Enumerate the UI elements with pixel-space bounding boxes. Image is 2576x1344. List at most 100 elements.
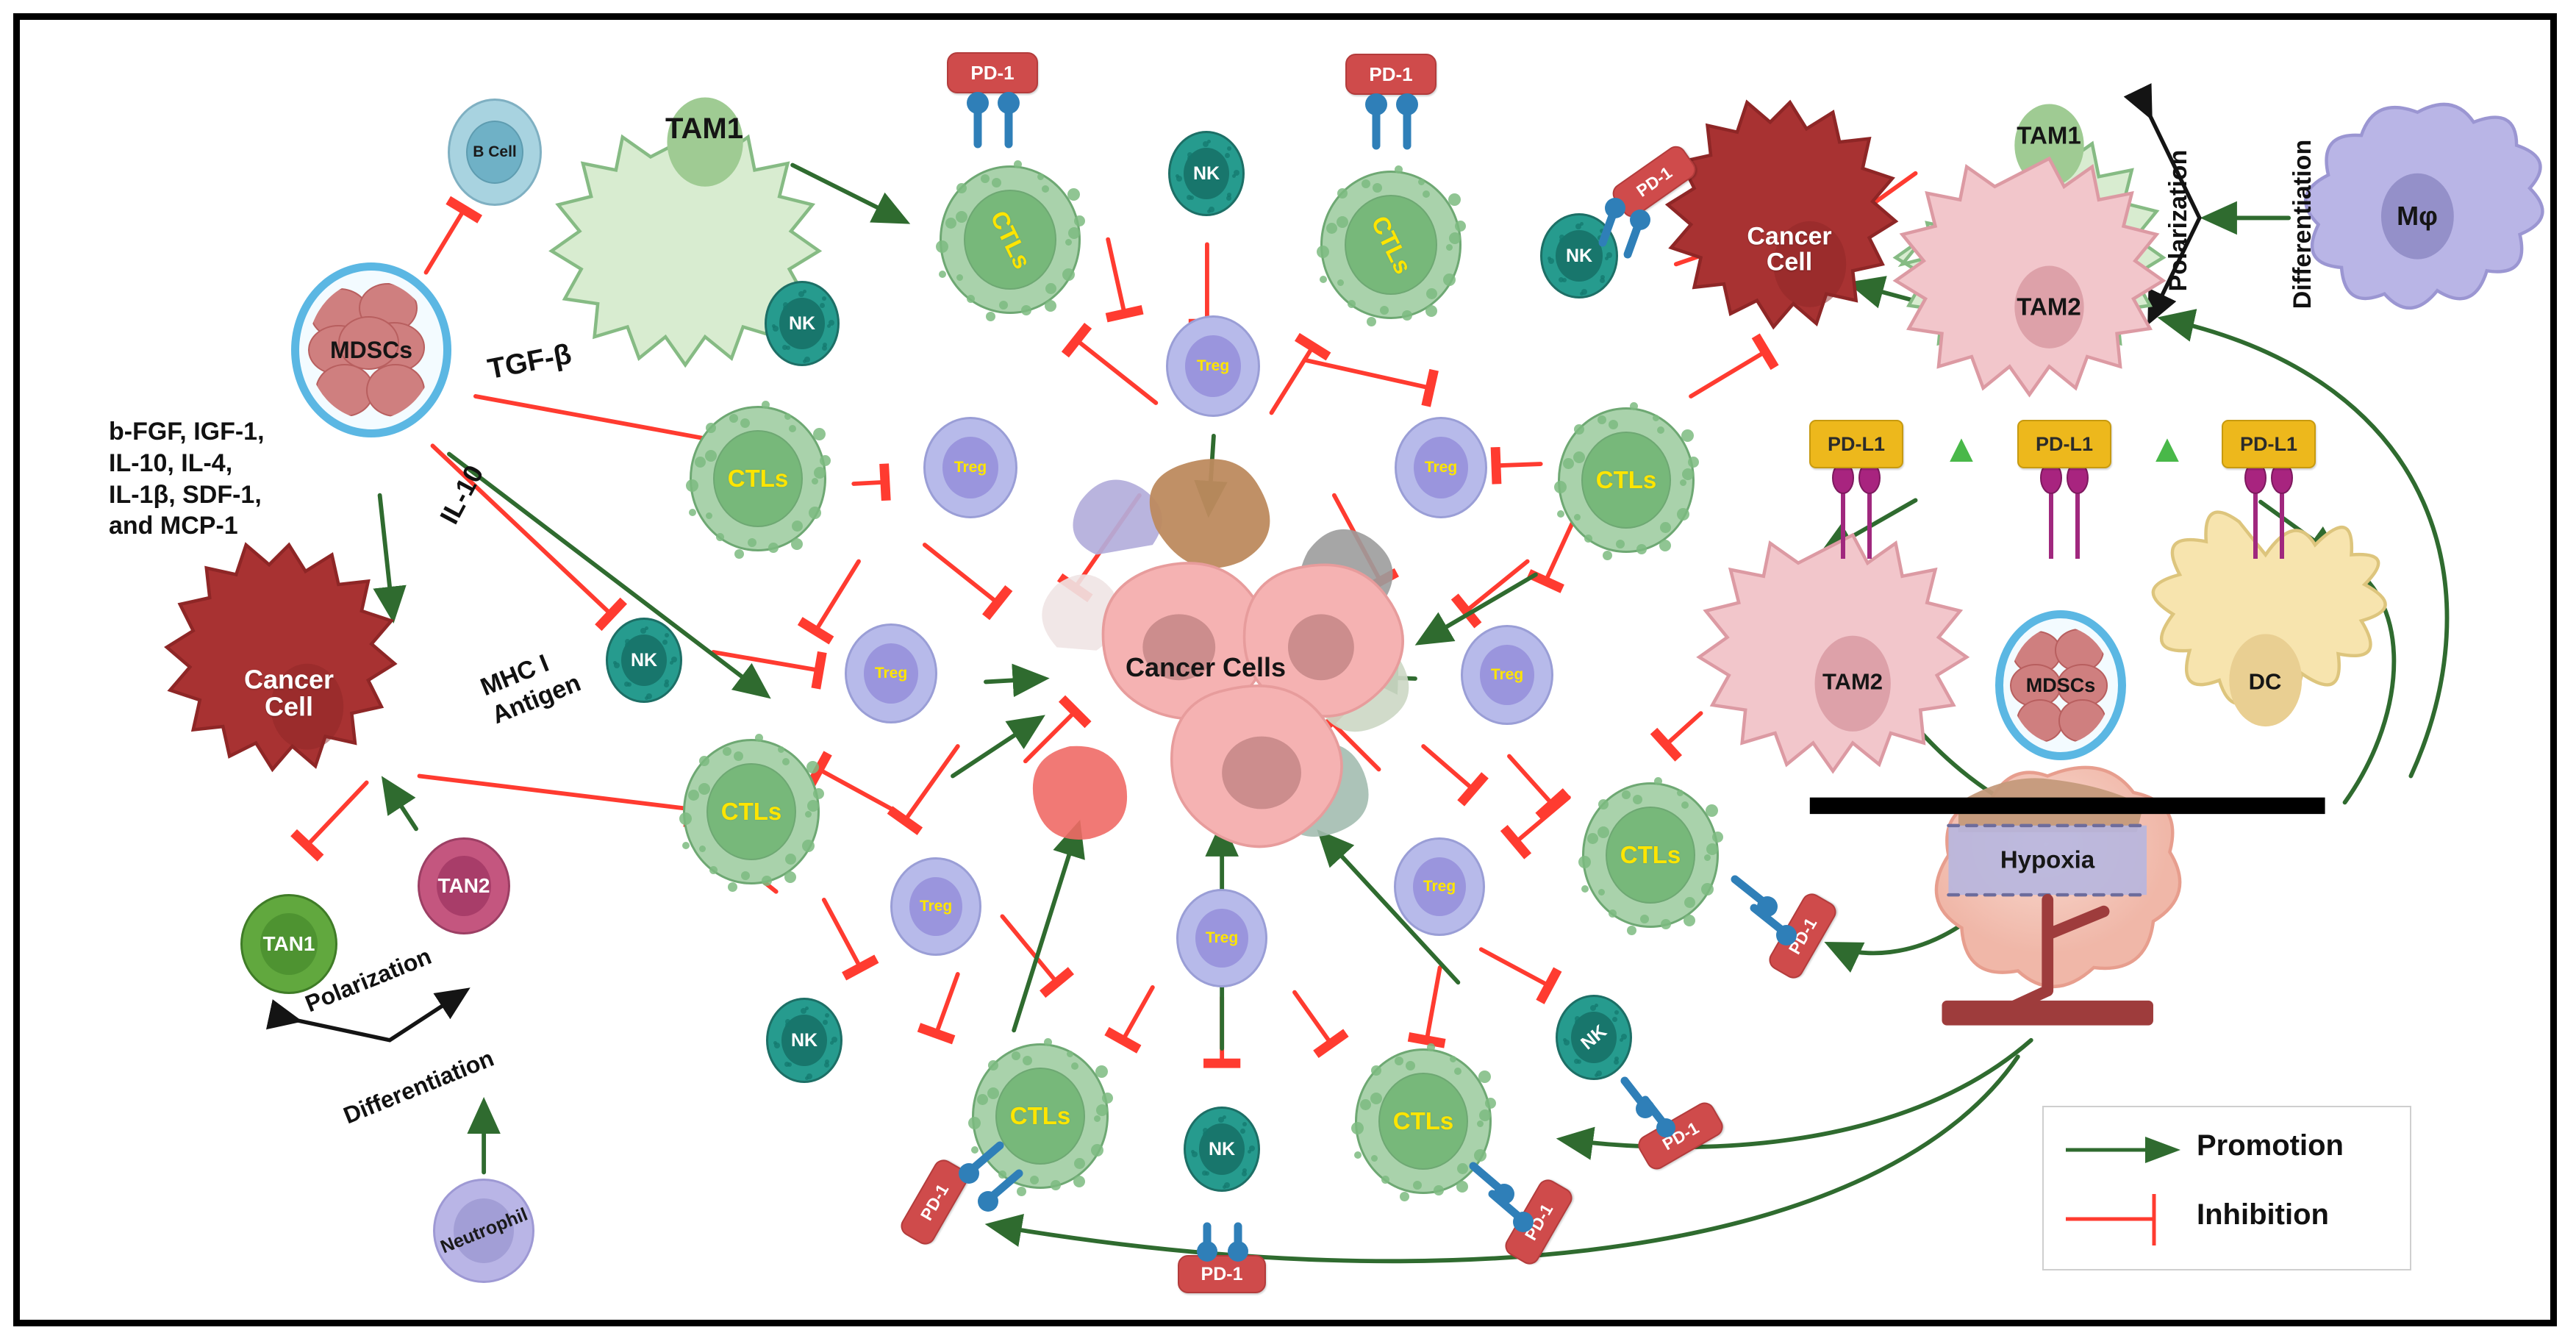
cell-label: Treg bbox=[1423, 877, 1456, 895]
cell-label: NK bbox=[1208, 1138, 1236, 1159]
cell-label: DC bbox=[2248, 668, 2282, 695]
legend-markers bbox=[2066, 1137, 2180, 1245]
cell-treg-bottom-mid[interactable]: Treg bbox=[1176, 889, 1267, 987]
receptor-pdl1-dc[interactable]: PD-L1 bbox=[2222, 420, 2316, 468]
cell-label: Treg bbox=[954, 458, 987, 476]
cell-ctls-bottom-2[interactable]: CTLs bbox=[1351, 1043, 1497, 1201]
receptor-pd1-nk-bottom[interactable]: PD-1 bbox=[1178, 1255, 1266, 1293]
receptor-pdl1-tam2[interactable]: PD-L1 bbox=[1809, 420, 1903, 468]
pd1-label: PD-1 bbox=[947, 52, 1038, 93]
cell-cancer-cell-left[interactable]: Cancer Cell bbox=[230, 664, 348, 721]
cell-label: TAN2 bbox=[437, 874, 490, 898]
cell-label: Hypoxia bbox=[2000, 846, 2095, 873]
cell-label: MDSCs bbox=[2025, 673, 2096, 696]
legend-label: Promotion bbox=[2197, 1129, 2344, 1162]
cell-neutrophil[interactable]: Neutrophil bbox=[433, 1179, 534, 1283]
cell-ctls-top-2[interactable]: CTLs bbox=[1317, 165, 1467, 326]
receptor-pdl1-mdscs[interactable]: PD-L1 bbox=[2017, 420, 2111, 468]
cell-label: Treg bbox=[1424, 458, 1458, 476]
cell-label: TAM1 bbox=[665, 112, 743, 145]
cell-label: TAM2 bbox=[1822, 668, 1883, 695]
cell-ctls-right-1[interactable]: CTLs bbox=[1554, 401, 1700, 560]
cell-mdscs-left[interactable]: MDSCs bbox=[291, 262, 451, 437]
cell-label: Treg bbox=[919, 897, 953, 915]
cell-label: Cancer Cells bbox=[1125, 652, 1287, 683]
cell-nk-bottom-right[interactable]: NK bbox=[1556, 995, 1632, 1080]
cell-ctls-top-1[interactable]: CTLs bbox=[936, 160, 1086, 321]
cell-hypoxia[interactable]: Hypoxia bbox=[2000, 846, 2095, 873]
cell-nk-bottom-left[interactable]: NK bbox=[766, 998, 842, 1083]
pdl1-label: PD-L1 bbox=[2017, 420, 2111, 468]
cell-label: MDSCs bbox=[329, 336, 412, 363]
cell-treg-mid-right[interactable]: Treg bbox=[1461, 625, 1553, 725]
annotation-cytokine-list: b-FGF, IGF-1, IL-10, IL-4, IL-1β, SDF-1,… bbox=[109, 418, 265, 540]
up-arrow-glyph: ▲ bbox=[1942, 426, 1981, 471]
legend-item-promotion: Promotion bbox=[2197, 1129, 2344, 1162]
cell-tan2[interactable]: TAN2 bbox=[418, 837, 510, 934]
cell-label: Mφ bbox=[2397, 201, 2438, 232]
cell-label: NK bbox=[788, 312, 816, 334]
cell-label: Treg bbox=[874, 664, 908, 682]
cell-b-cell[interactable]: B Cell bbox=[448, 99, 542, 206]
cell-treg-right-1[interactable]: Treg bbox=[1395, 417, 1487, 518]
cell-macrophage[interactable]: Mφ bbox=[2397, 202, 2438, 230]
cell-ctls-bottom-1[interactable]: CTLs bbox=[968, 1037, 1114, 1196]
legend-box: Promotion Inhibition bbox=[2042, 1106, 2411, 1270]
cell-label: Treg bbox=[1205, 929, 1239, 946]
cell-label: TAM2 bbox=[2017, 293, 2081, 321]
receptor-pd1-top-2[interactable]: PD-1 bbox=[1345, 54, 1437, 95]
cell-label: CTLs bbox=[727, 464, 789, 492]
legend-item-inhibition: Inhibition bbox=[2197, 1198, 2329, 1232]
annotation-polarization-right: Polarization bbox=[2164, 149, 2193, 292]
cell-nk-top-mid[interactable]: NK bbox=[1168, 131, 1245, 216]
cell-label: NK bbox=[790, 1029, 818, 1051]
cell-nk-top-right[interactable]: NK bbox=[1540, 213, 1618, 299]
cell-label: CTLs bbox=[1620, 840, 1681, 868]
cell-cancer-cell-top[interactable]: Cancer Cell bbox=[1734, 222, 1845, 276]
cell-label: Treg bbox=[1490, 665, 1524, 683]
cell-label: NK bbox=[1565, 245, 1593, 266]
cell-nk-bottom-mid[interactable]: NK bbox=[1184, 1107, 1260, 1192]
up-arrow-glyph: ▲ bbox=[2147, 426, 2187, 471]
cell-tan1[interactable]: TAN1 bbox=[240, 894, 337, 994]
figure-border bbox=[13, 13, 2557, 1326]
cell-treg-bottom-left[interactable]: Treg bbox=[890, 857, 981, 956]
cell-treg-top-center[interactable]: Treg bbox=[1166, 315, 1260, 417]
cell-label: CTLs bbox=[1595, 465, 1657, 493]
cell-nk-upper-left[interactable]: NK bbox=[765, 281, 840, 366]
cell-label: TAN1 bbox=[262, 932, 315, 956]
annotation-differentiation-right: Differentiation bbox=[2289, 139, 2317, 310]
cell-nk-mid-left[interactable]: NK bbox=[606, 618, 682, 703]
upregulation-arrow-2: ▲ bbox=[2147, 429, 2186, 468]
cell-label: NK bbox=[630, 649, 658, 671]
cell-label: Cancer Cell bbox=[243, 664, 334, 721]
cell-tam1-left[interactable]: TAM1 bbox=[665, 113, 743, 144]
cell-label: Cancer Cell bbox=[1747, 222, 1832, 276]
cell-label: B Cell bbox=[473, 143, 517, 160]
receptor-pd1-top-1[interactable]: PD-1 bbox=[947, 52, 1038, 93]
cell-dc-panel[interactable]: DC bbox=[2248, 668, 2282, 695]
cell-cancer-cells-core[interactable]: Cancer Cells bbox=[1126, 654, 1286, 682]
cell-ctls-left-2[interactable]: CTLs bbox=[679, 733, 825, 892]
cell-ctls-right-2[interactable]: CTLs bbox=[1578, 776, 1724, 935]
cell-label: TAM1 bbox=[2017, 121, 2081, 149]
cell-label: NK bbox=[1192, 162, 1220, 184]
cell-label: Treg bbox=[1196, 357, 1230, 374]
upregulation-arrow-1: ▲ bbox=[1942, 429, 1981, 468]
cell-treg-mid-left[interactable]: Treg bbox=[845, 623, 937, 723]
cell-mdscs-panel[interactable]: MDSCs bbox=[1995, 610, 2126, 760]
pdl1-label: PD-L1 bbox=[1809, 420, 1903, 468]
cell-treg-bottom-right[interactable]: Treg bbox=[1394, 837, 1485, 936]
cell-tam2-right[interactable]: TAM2 bbox=[2017, 293, 2081, 321]
legend-label: Inhibition bbox=[2197, 1198, 2329, 1231]
pdl1-label: PD-L1 bbox=[2222, 420, 2316, 468]
cell-treg-left-1[interactable]: Treg bbox=[923, 417, 1017, 518]
cell-label: CTLs bbox=[1009, 1101, 1071, 1129]
cell-label: CTLs bbox=[720, 797, 782, 825]
cell-ctls-left-1[interactable]: CTLs bbox=[686, 400, 831, 559]
pd1-label: PD-1 bbox=[1345, 54, 1437, 95]
cell-tam2-panel[interactable]: TAM2 bbox=[1822, 668, 1883, 695]
cell-tam1-right[interactable]: TAM1 bbox=[2017, 121, 2081, 149]
